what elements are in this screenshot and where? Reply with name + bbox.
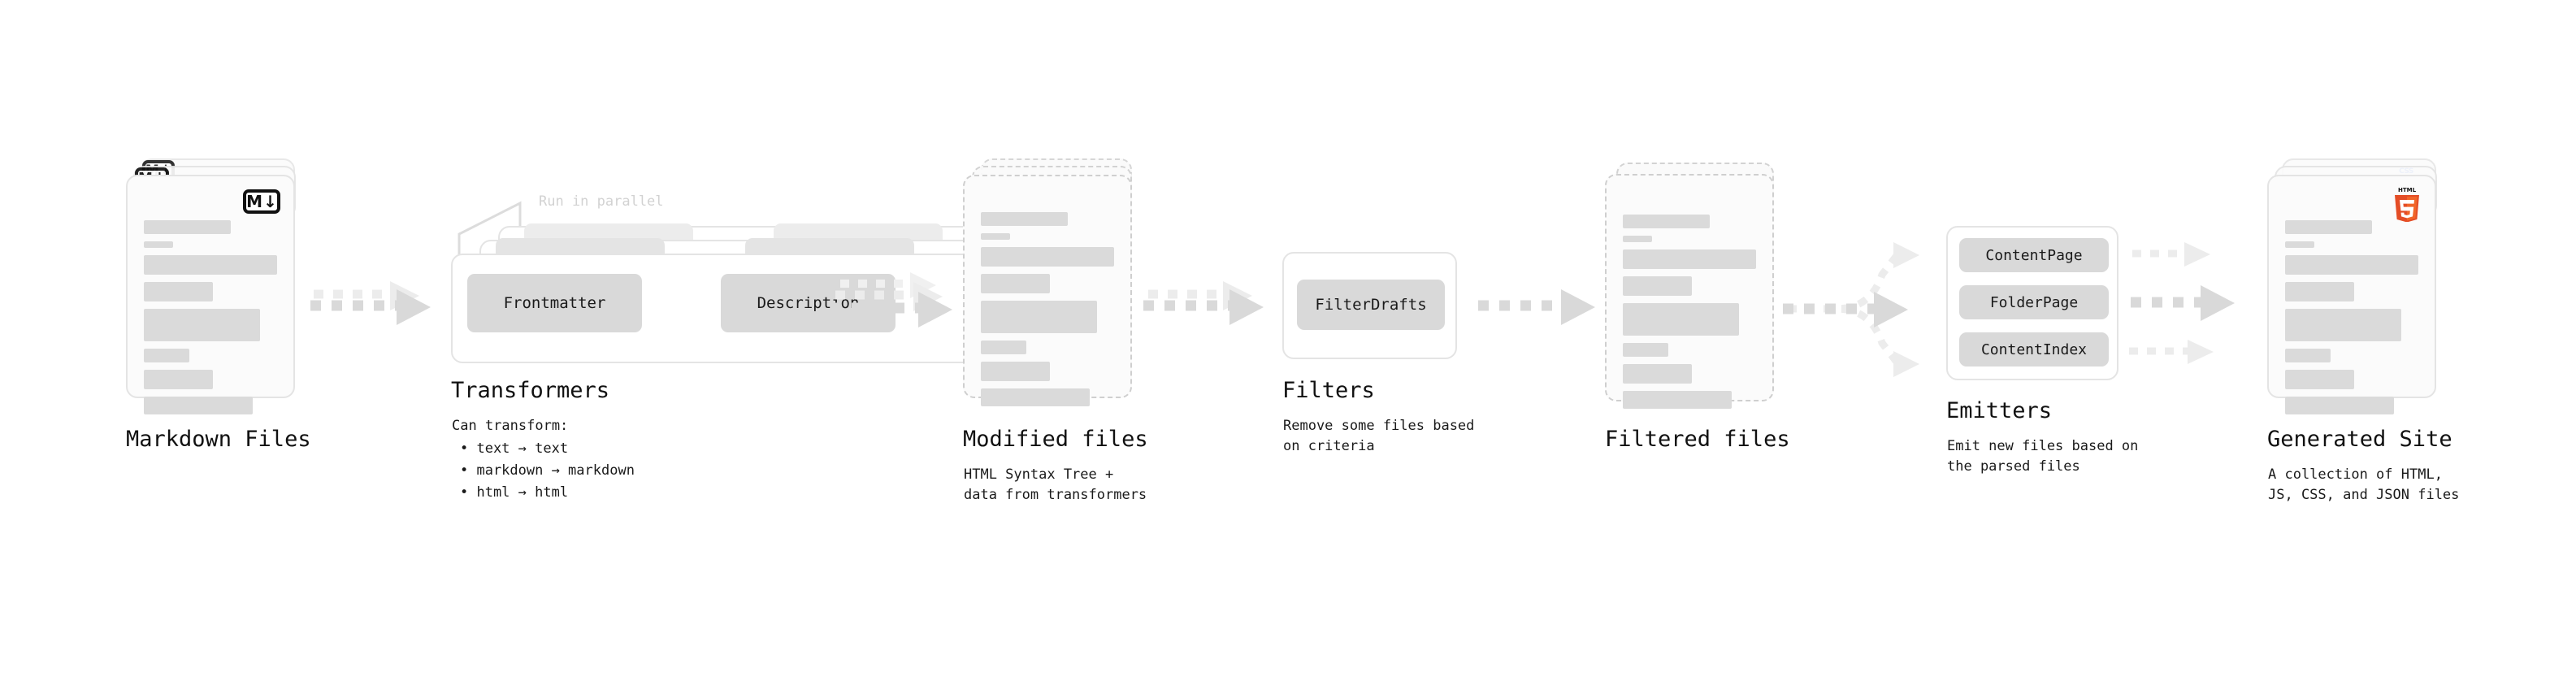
- svg-text:HTML: HTML: [2398, 187, 2417, 193]
- markdown-badge-arrow: ↓: [263, 192, 277, 211]
- skeleton-bar: [1623, 276, 1693, 296]
- skeleton-bar: [981, 388, 1091, 406]
- emitter-node-folderpage[interactable]: FolderPage: [1959, 285, 2109, 319]
- skeleton-bar: [144, 397, 254, 414]
- filtered-card-stack: [1605, 163, 1792, 423]
- emitters-title: Emitters: [1946, 398, 2053, 423]
- arrow-transformers-to-modified: [830, 272, 952, 327]
- skeleton-bar: [144, 220, 231, 234]
- modified-skeleton-body: [981, 212, 1114, 406]
- emitter-node-contentindex[interactable]: ContentIndex: [1959, 332, 2109, 367]
- skeleton-bar: [981, 274, 1051, 293]
- modified-files-title: Modified files: [963, 427, 1148, 452]
- skeleton-bar: [144, 349, 189, 362]
- markdown-files-title: Markdown Files: [126, 427, 311, 452]
- markdown-badge-letter: M: [246, 192, 263, 211]
- skeleton-bar: [2285, 309, 2401, 341]
- emitter-node-label: ContentPage: [1985, 246, 2083, 264]
- arrow-markdown-to-transformers: [310, 281, 431, 325]
- skeleton-bar: [981, 247, 1114, 267]
- emitter-node-label: FolderPage: [1989, 293, 2079, 311]
- transformer-node-frontmatter[interactable]: Frontmatter: [467, 274, 642, 332]
- filters-caption-1: on criteria: [1283, 438, 1375, 454]
- transformers-title: Transformers: [451, 378, 610, 403]
- filter-node-filterdrafts[interactable]: FilterDrafts: [1297, 280, 1445, 330]
- skeleton-bar: [981, 212, 1068, 226]
- filters-caption-0: Remove some files based: [1283, 418, 1475, 434]
- skeleton-bar: [2285, 255, 2418, 275]
- filters-box: FilterDrafts: [1282, 252, 1457, 359]
- transformers-item-2: • html → html: [460, 484, 569, 501]
- skeleton-bar: [981, 362, 1051, 381]
- skeleton-bar: [1623, 236, 1653, 242]
- skeleton-bar: [1623, 391, 1733, 409]
- run-in-parallel-label: Run in parallel: [539, 193, 664, 210]
- html5-badge-icon: HTML: [2395, 187, 2419, 222]
- filtered-card-front: [1605, 174, 1774, 409]
- arrow-emitters-to-site: [2129, 242, 2235, 364]
- skeleton-bar: [1623, 364, 1693, 384]
- arrow-modified-to-filters: [1143, 281, 1264, 325]
- filtered-skeleton-body: [1623, 215, 1756, 409]
- skeleton-bar: [1623, 303, 1739, 336]
- generated-site-title: Generated Site: [2267, 427, 2452, 452]
- transformers-item-0: • text → text: [460, 440, 569, 457]
- markdown-skeleton-body: [144, 220, 277, 414]
- transformer-node-label: Frontmatter: [503, 294, 606, 312]
- skeleton-bar: [144, 255, 277, 275]
- transformers-item-1: • markdown → markdown: [460, 462, 635, 479]
- skeleton-bar: [2285, 282, 2355, 301]
- stage-filtered-files: [1605, 163, 1792, 423]
- filtered-files-title: Filtered files: [1605, 427, 1790, 452]
- emitters-caption-0: Emit new files based on: [1947, 438, 2139, 454]
- emitter-node-contentpage[interactable]: ContentPage: [1959, 238, 2109, 272]
- arrow-filters-to-filtered: [1478, 289, 1595, 325]
- emitter-node-label: ContentIndex: [1980, 340, 2088, 358]
- skeleton-bar: [981, 301, 1097, 333]
- generated-card-front: HTML: [2267, 175, 2436, 414]
- skeleton-bar: [981, 233, 1011, 240]
- skeleton-bar: [981, 340, 1026, 354]
- emitters-caption-1: the parsed files: [1947, 458, 2080, 475]
- generated-skeleton-body: [2285, 220, 2418, 414]
- run-in-parallel-bracket: [458, 201, 522, 272]
- stage-markdown-files: M↓ M↓ M↓: [126, 158, 313, 419]
- emitters-box: ContentPage FolderPage ContentIndex: [1946, 226, 2118, 380]
- generated-site-caption-1: JS, CSS, and JSON files: [2268, 487, 2460, 503]
- skeleton-bar: [2285, 220, 2372, 234]
- markdown-badge-icon: M↓: [243, 189, 280, 214]
- stage-generated-site: CSS JS HTML: [2267, 158, 2454, 419]
- generated-card-stack: CSS JS HTML: [2267, 158, 2454, 419]
- modified-card-front: [963, 175, 1132, 406]
- skeleton-bar: [144, 370, 214, 389]
- modified-files-caption-0: HTML Syntax Tree +: [964, 466, 1114, 483]
- filters-title: Filters: [1282, 378, 1375, 403]
- markdown-card-front: M↓: [126, 175, 295, 414]
- skeleton-bar: [2285, 370, 2355, 389]
- skeleton-bar: [144, 282, 214, 301]
- skeleton-bar: [144, 241, 174, 248]
- modified-card-stack: [963, 158, 1150, 419]
- arrow-filtered-to-emitters: [1783, 242, 1919, 377]
- stage-modified-files: [963, 158, 1150, 419]
- skeleton-bar: [2285, 349, 2331, 362]
- skeleton-bar: [2285, 241, 2315, 248]
- skeleton-bar: [1623, 343, 1668, 357]
- skeleton-bar: [1623, 215, 1710, 228]
- modified-files-caption-1: data from transformers: [964, 487, 1147, 503]
- transformers-caption-heading: Can transform:: [452, 418, 569, 434]
- filter-node-label: FilterDrafts: [1315, 296, 1427, 314]
- markdown-card-stack: M↓ M↓ M↓: [126, 158, 313, 419]
- skeleton-bar: [144, 309, 260, 341]
- skeleton-bar: [1623, 249, 1756, 269]
- generated-site-caption-0: A collection of HTML,: [2268, 466, 2443, 483]
- skeleton-bar: [2285, 397, 2395, 414]
